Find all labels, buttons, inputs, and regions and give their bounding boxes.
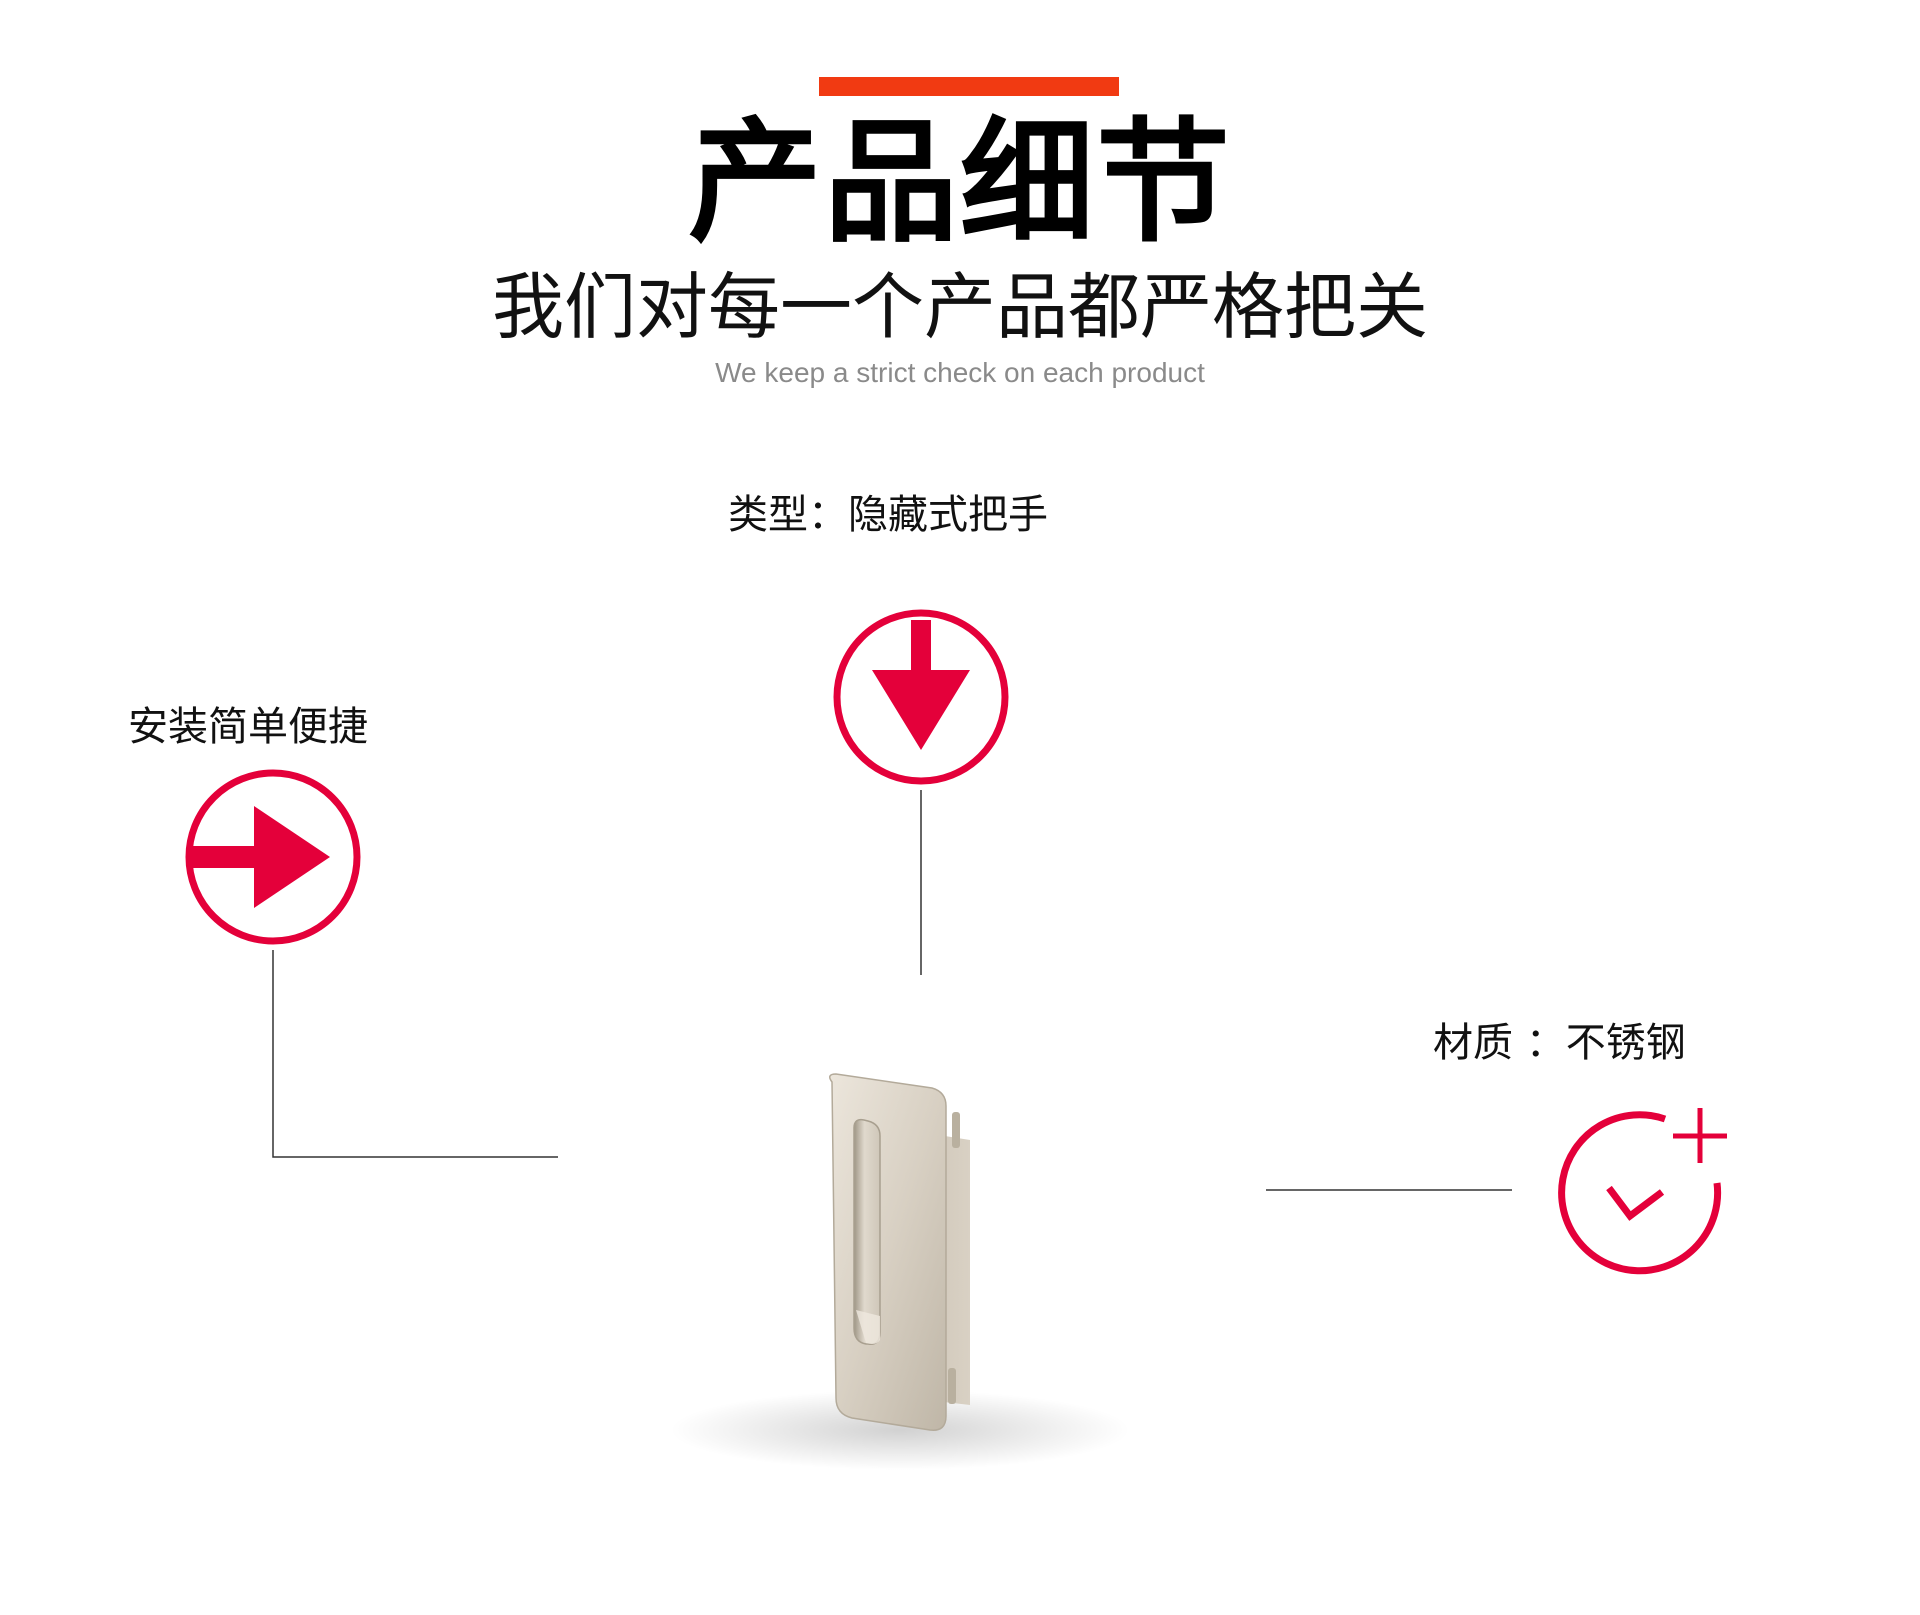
connector-line-install <box>272 950 558 1158</box>
arrow-right-circle-icon <box>185 769 361 945</box>
feature-type-label: 类型：隐藏式把手 <box>728 492 1048 538</box>
handle-pin-bottom <box>948 1368 956 1404</box>
page-title: 产品细节 <box>687 105 1232 261</box>
product-shadow <box>670 1390 1130 1470</box>
handle-front-plate <box>829 1073 947 1431</box>
page-subtitle: 我们对每一个产品都严格把关 <box>491 265 1428 349</box>
arrow-down-circle-icon <box>833 609 1009 785</box>
product-image <box>670 1073 1130 1470</box>
page-subtitle-english: We keep a strict check on each product <box>715 357 1205 388</box>
accent-bar <box>819 77 1119 96</box>
clock-plus-icon <box>1558 1108 1727 1275</box>
accent-bar-fill <box>819 77 1119 96</box>
feature-material-label: 材质 ：不锈钢 <box>1433 1020 1686 1066</box>
handle-pin-top <box>952 1112 960 1148</box>
feature-install-label: 安装简单便捷 <box>128 704 368 750</box>
handle-recess-lip <box>856 1310 880 1344</box>
